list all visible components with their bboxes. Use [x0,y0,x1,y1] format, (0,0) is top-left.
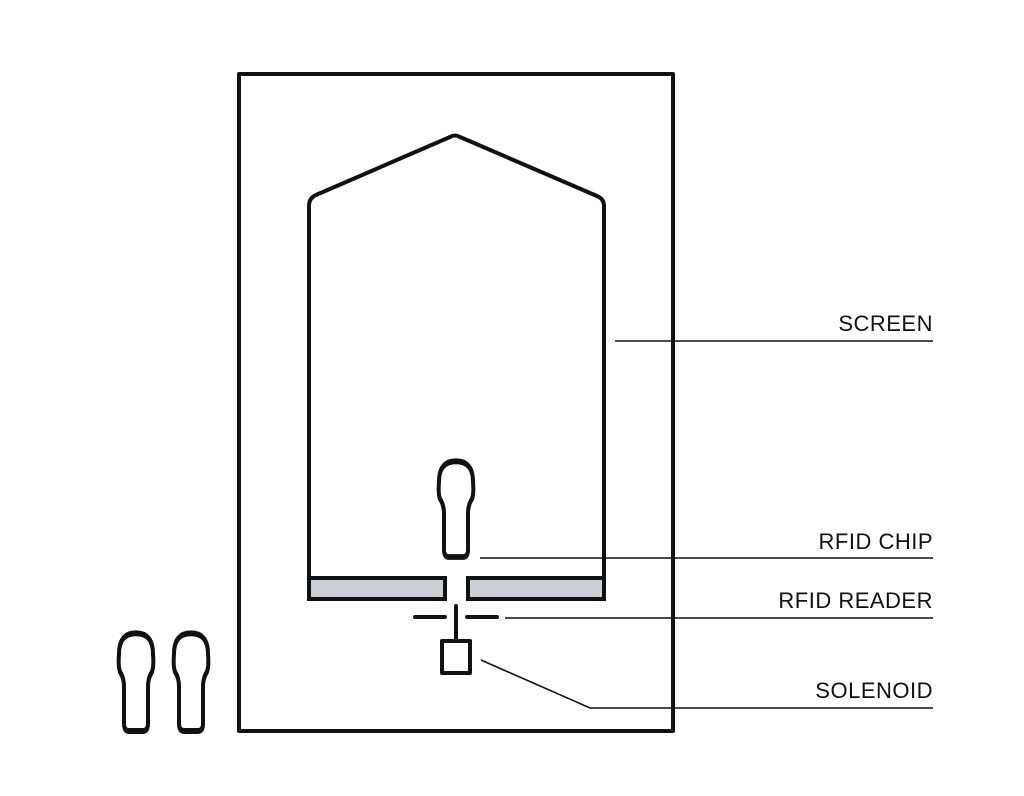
figurine-outside-left-icon [119,633,154,731]
leader-solenoid [480,659,933,709]
label-screen: SCREEN [838,311,933,336]
screen-outline [307,133,606,601]
label-rfid-reader: RFID READER [778,588,933,613]
shelf-left [307,576,447,601]
figurine-outside-right-icon [174,633,209,731]
solenoid-box [440,639,472,675]
label-rfid-chip: RFID CHIP [819,529,934,554]
cabinet-frame [237,72,675,733]
label-solenoid: SOLENOID [815,678,933,703]
figurine-on-stand-icon [439,461,474,557]
shelf-right [466,576,606,601]
